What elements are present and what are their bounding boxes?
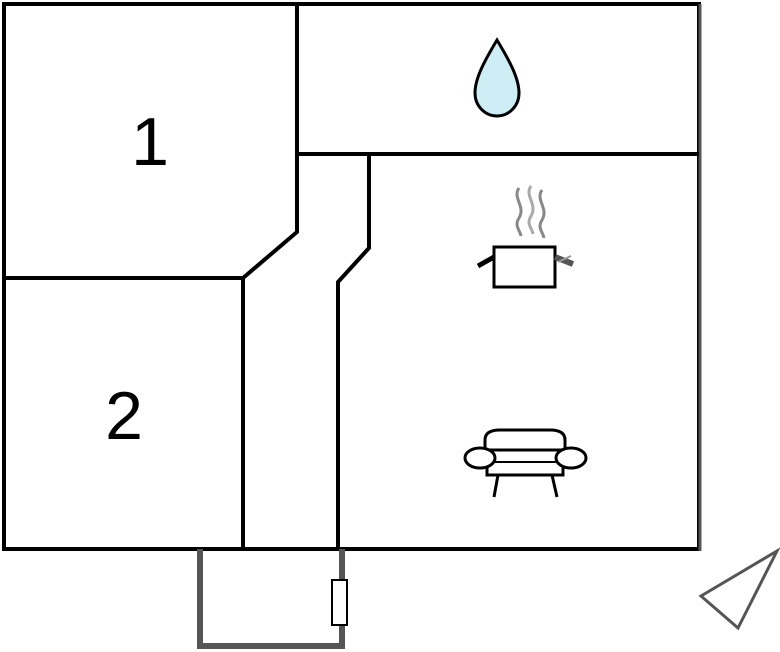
corridor-wall [336, 154, 371, 549]
room-1-wall [4, 4, 299, 280]
room-2-label: 2 [105, 378, 143, 454]
entrance-door-icon [331, 579, 348, 626]
water-drop-icon [473, 37, 521, 118]
entrance-vestibule-wall [197, 549, 345, 649]
room-1-label: 1 [131, 104, 169, 180]
north-arrow-icon [698, 547, 780, 631]
cooking-pot-icon [476, 185, 575, 289]
sofa-icon [463, 428, 588, 498]
